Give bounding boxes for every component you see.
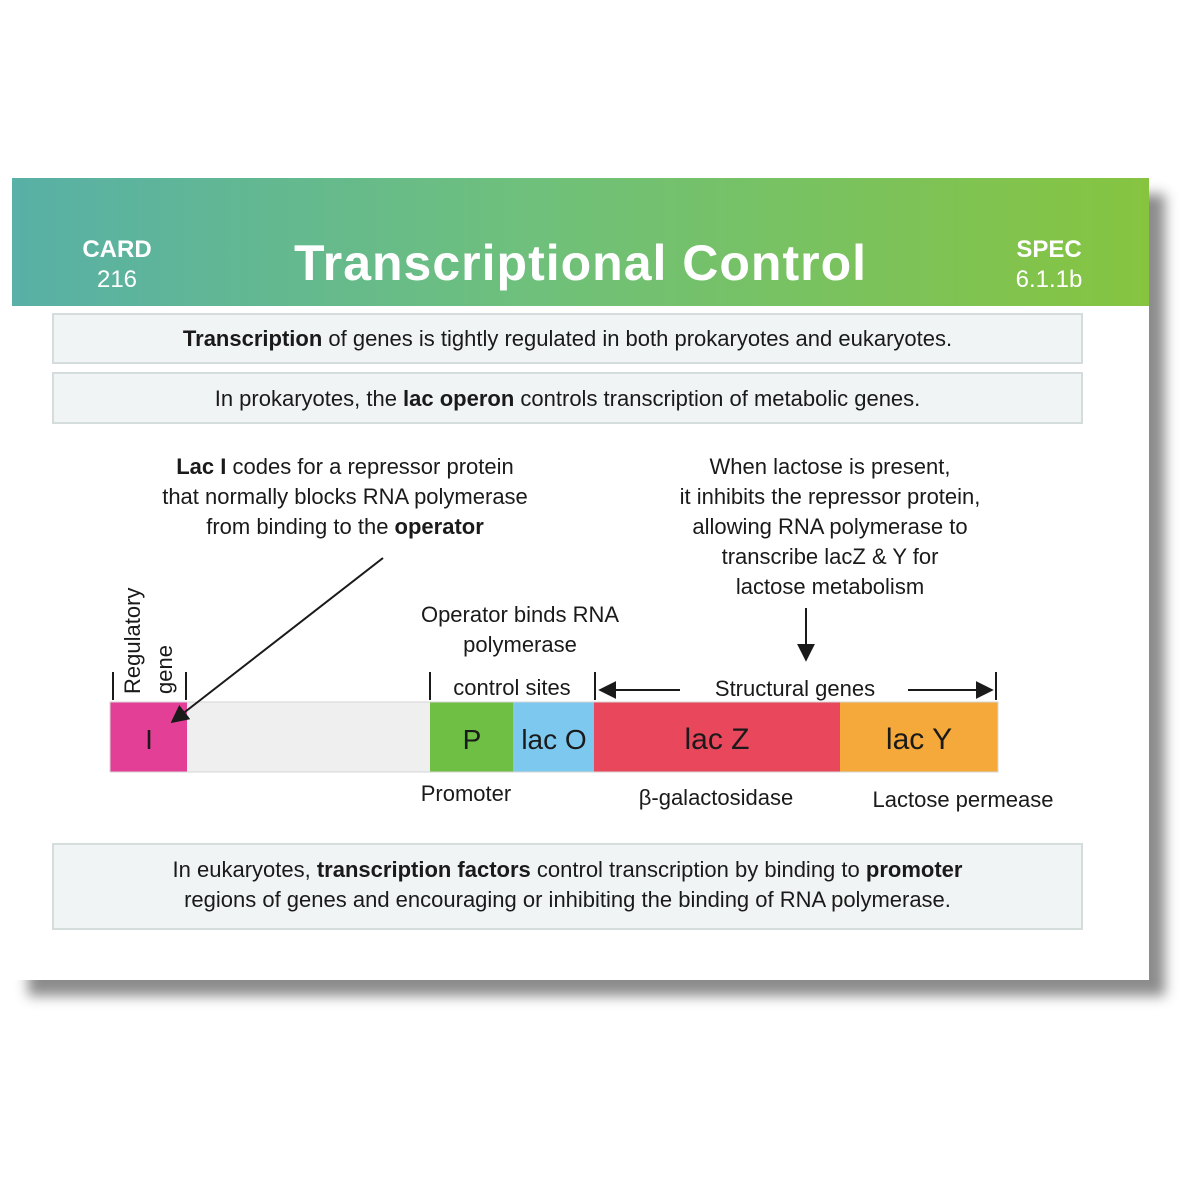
info-eukaryotes-line2: regions of genes and encouraging or inhi… <box>184 887 951 912</box>
control-sites-label: control sites <box>453 675 570 700</box>
repressor-caption-operator: operator <box>394 514 484 539</box>
lactose-caption-line3: allowing RNA polymerase to <box>692 514 968 539</box>
info-eukaryotes: In eukaryotes, transcription factors con… <box>52 843 1083 930</box>
operator-caption-line1: Operator binds RNA <box>420 602 620 627</box>
card-header: CARD 216 Transcriptional Control SPEC 6.… <box>12 178 1149 306</box>
galactosidase-label: β-galactosidase <box>639 785 794 810</box>
lactose-caption-line5: lactose metabolism <box>735 574 925 599</box>
segment-p-label: P <box>463 724 482 755</box>
segment-lacz-label: lac Z <box>684 723 749 756</box>
operator-caption-line2: polymerase <box>463 632 577 657</box>
segment-lac-o <box>513 702 594 772</box>
segment-lac-z <box>594 702 840 772</box>
regulatory-label: Regulatory <box>120 588 145 694</box>
permease-label: Lactose permease <box>873 787 1054 812</box>
info-eukaryotes-bold1: transcription factors <box>316 857 531 882</box>
spec-number: 6.1.1b <box>1015 266 1083 293</box>
repressor-caption-line1: codes for a repressor protein <box>226 454 514 479</box>
operon-bar: I P lac O lac Z lac Y <box>109 701 999 773</box>
segment-i-label: I <box>145 724 153 755</box>
info-prokaryotes-bold: lac operon <box>403 386 515 411</box>
segment-spacer <box>187 702 430 772</box>
info-eukaryotes-bold2: promoter <box>865 857 963 882</box>
card-number: 216 <box>96 266 138 293</box>
info-eukaryotes-mid: control transcription by binding to <box>530 857 866 882</box>
repressor-caption-bold: Lac I <box>176 454 227 479</box>
promoter-label: Promoter <box>421 781 511 806</box>
info-transcription-bold: Transcription <box>182 326 323 351</box>
lactose-caption-line2: it inhibits the repressor protein, <box>679 484 981 509</box>
info-prokaryotes-post: controls transcription of metabolic gene… <box>514 386 921 411</box>
lactose-caption: When lactose is present, it inhibits the… <box>600 452 1060 602</box>
gene-label: gene <box>152 645 177 694</box>
lactose-caption-line1: When lactose is present, <box>709 454 951 479</box>
structural-genes-label: Structural genes <box>715 676 875 701</box>
lactose-caption-line4: transcribe lacZ & Y for <box>721 544 939 569</box>
info-transcription-text: of genes is tightly regulated in both pr… <box>322 326 953 351</box>
segment-promoter <box>430 702 513 772</box>
repressor-caption-line3: from binding to the <box>206 514 395 539</box>
repressor-arrow <box>170 557 384 724</box>
info-prokaryotes-pre: In prokaryotes, the <box>214 386 404 411</box>
segment-lac-y <box>840 702 998 772</box>
info-prokaryotes: In prokaryotes, the lac operon controls … <box>52 372 1083 424</box>
repressor-caption-line2: that normally blocks RNA polymerase <box>162 484 528 509</box>
card-title: Transcriptional Control <box>293 235 868 291</box>
segment-laco-label: lac O <box>521 724 586 755</box>
card-label: CARD <box>82 236 152 263</box>
segment-lacy-label: lac Y <box>886 723 952 756</box>
info-eukaryotes-pre: In eukaryotes, <box>172 857 317 882</box>
spec-label: SPEC <box>1016 236 1082 263</box>
info-transcription: Transcription of genes is tightly regula… <box>52 313 1083 364</box>
repressor-caption: Lac I codes for a repressor protein that… <box>80 452 610 542</box>
operator-caption: Operator binds RNA polymerase <box>380 600 660 660</box>
